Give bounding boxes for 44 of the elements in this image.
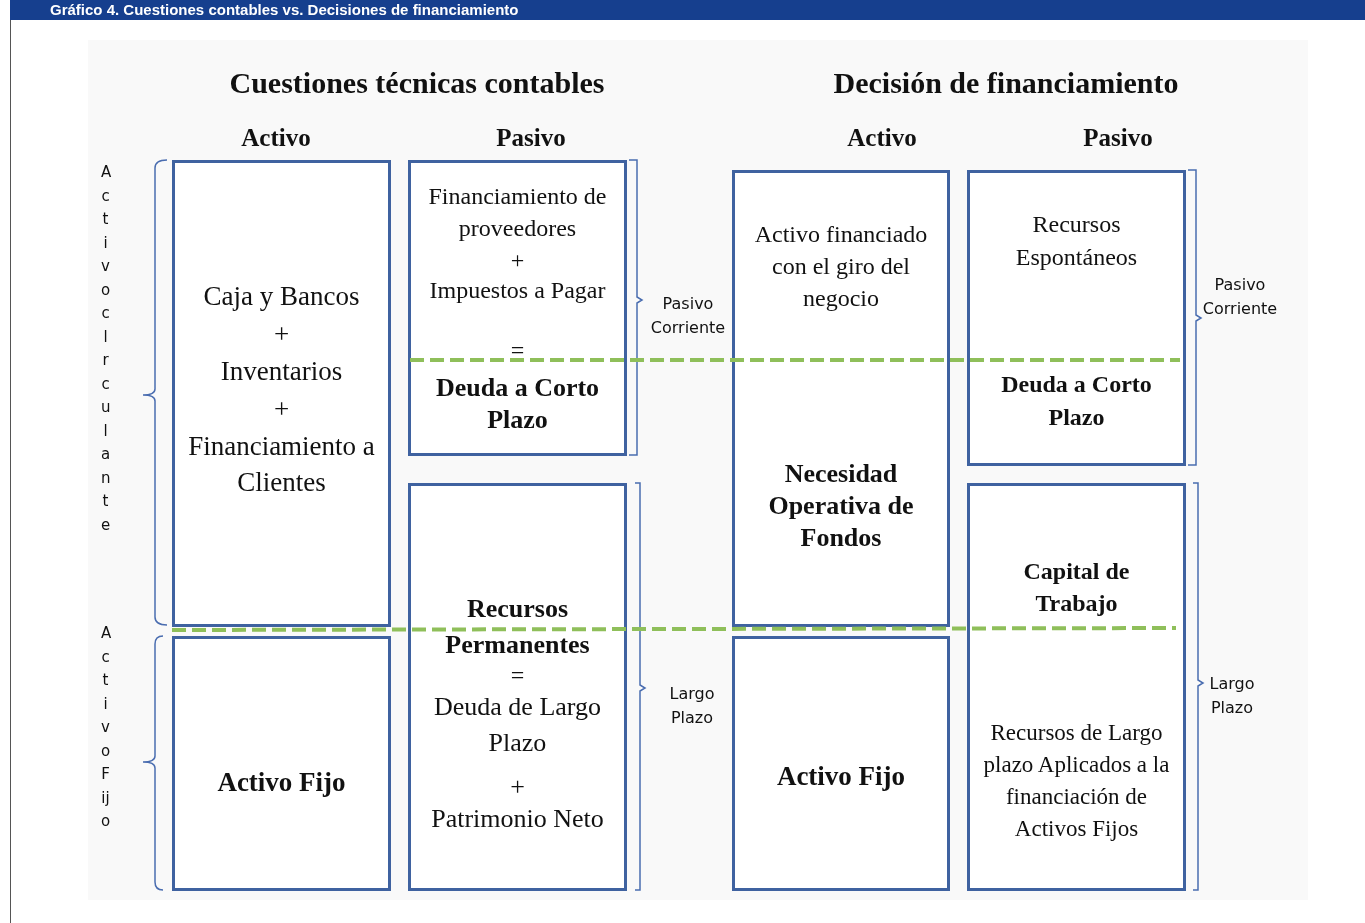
box-text: Deuda a Corto Plazo — [434, 372, 601, 436]
side-label: Pasivo Corriente — [649, 293, 727, 339]
operator-sign: = — [509, 661, 526, 690]
text-box — [967, 170, 1186, 466]
box-text: Necesidad Operativa de Fondos — [767, 458, 915, 554]
box-text: Deuda a Corto Plazo — [1000, 370, 1153, 432]
operator-sign: + — [272, 393, 291, 426]
operator-sign: + — [509, 771, 526, 803]
text-box — [732, 170, 950, 627]
text-box — [172, 636, 391, 891]
box-text: Activo Fijo — [775, 760, 907, 793]
side-label: Largo Plazo — [1208, 673, 1256, 719]
box-text: Recursos de Largo plazo Aplicados a la financiación de Activos Fijos — [982, 719, 1171, 843]
box-text: Financiamiento a Clientes — [187, 430, 376, 499]
column-heading: Activo — [241, 124, 311, 152]
text-box — [172, 160, 391, 627]
box-text: Capital de Trabajo — [1022, 557, 1131, 618]
text-box — [967, 483, 1186, 891]
box-text: Deuda de Largo Plazo — [433, 691, 602, 759]
box-text: Impuestos a Pagar — [428, 276, 607, 305]
text-box — [732, 636, 950, 891]
figure-title: Gráfico 4. Cuestiones contables vs. Decisiones de financiamiento — [50, 1, 519, 18]
vertical-label: Activo Fijo — [101, 623, 110, 832]
section-heading: Decisión de financiamiento — [833, 66, 1179, 100]
side-label: Pasivo Corriente — [1201, 274, 1279, 320]
box-text: Activo Fijo — [216, 766, 347, 799]
box-text: Caja y Bancos — [202, 280, 361, 313]
column-heading: Pasivo — [1083, 124, 1153, 152]
operator-sign: = — [509, 336, 526, 365]
column-heading: Activo — [847, 124, 917, 152]
section-heading: Cuestiones técnicas contables — [229, 66, 605, 100]
vertical-label: Activo clrculante — [101, 162, 110, 536]
text-box — [408, 160, 627, 456]
column-heading: Pasivo — [496, 124, 566, 152]
box-text: Recursos Permanentes — [444, 593, 591, 661]
box-text: Inventarios — [219, 355, 344, 388]
box-text: Patrimonio Neto — [430, 803, 605, 835]
text-box — [408, 483, 627, 891]
operator-sign: + — [272, 318, 291, 351]
side-label: Largo Plazo — [668, 683, 716, 729]
box-text: Recursos Espontáneos — [1014, 210, 1139, 272]
box-text: Activo financiado con el giro del negocio — [753, 220, 929, 313]
box-text: Financiamiento de proveedores — [427, 182, 608, 243]
operator-sign: + — [509, 246, 526, 275]
